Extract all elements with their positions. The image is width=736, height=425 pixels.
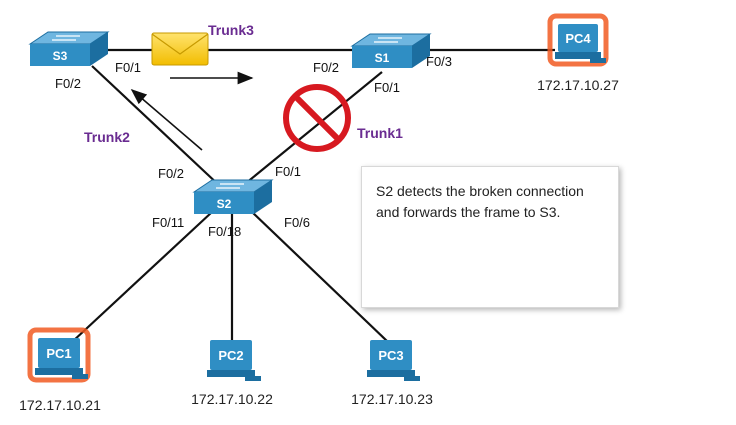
- switch-s1: S1: [350, 33, 432, 68]
- port-s3-f0-1: F0/1: [115, 60, 141, 75]
- pc2: PC2: [207, 340, 261, 381]
- link-s2-pc1: [71, 211, 213, 343]
- pc2-label: PC2: [218, 348, 243, 363]
- arrow-frame-to-s3: [130, 88, 203, 151]
- pc3: PC3: [367, 340, 420, 381]
- port-s2-f0-18: F0/18: [208, 224, 241, 239]
- pc1-ip: 172.17.10.21: [19, 397, 101, 413]
- trunk3-label: Trunk3: [208, 22, 254, 38]
- envelope-icon: [151, 32, 209, 66]
- explanation-text: S2 detects the broken connection and for…: [376, 183, 584, 220]
- link-trunk1-s1-s2: [239, 71, 383, 189]
- link-s2-pc3: [251, 211, 389, 343]
- pc4-ip: 172.17.10.27: [537, 77, 619, 93]
- pc2-ip: 172.17.10.22: [191, 391, 273, 407]
- port-s3-f0-2: F0/2: [55, 76, 81, 91]
- port-s2-f0-11: F0/11: [152, 215, 184, 230]
- switch-s2: S2: [192, 179, 274, 214]
- pc3-ip: 172.17.10.23: [351, 391, 433, 407]
- trunk1-label: Trunk1: [357, 125, 403, 141]
- switch-s3-label: S3: [53, 49, 68, 63]
- pc4-label: PC4: [565, 31, 591, 46]
- port-s1-f0-1: F0/1: [374, 80, 400, 95]
- pc3-label: PC3: [378, 348, 403, 363]
- port-s2-f0-6: F0/6: [284, 215, 310, 230]
- prohibited-icon: [283, 84, 351, 152]
- switch-s3: S3: [28, 31, 110, 66]
- link-trunk2-s3-s2: [91, 65, 223, 189]
- trunk2-label: Trunk2: [84, 129, 130, 145]
- switch-s1-label: S1: [375, 51, 390, 65]
- port-s2-f0-2: F0/2: [158, 166, 184, 181]
- pc1: PC1: [27, 327, 91, 383]
- port-s2-f0-1: F0/1: [275, 164, 301, 179]
- switch-s2-label: S2: [217, 197, 232, 211]
- links: [71, 48, 555, 343]
- pc4: PC4: [547, 13, 609, 67]
- pc1-label: PC1: [46, 346, 71, 361]
- explanation-note: S2 detects the broken connection and for…: [361, 166, 619, 308]
- port-s1-f0-2: F0/2: [313, 60, 339, 75]
- port-s1-f0-3: F0/3: [426, 54, 452, 69]
